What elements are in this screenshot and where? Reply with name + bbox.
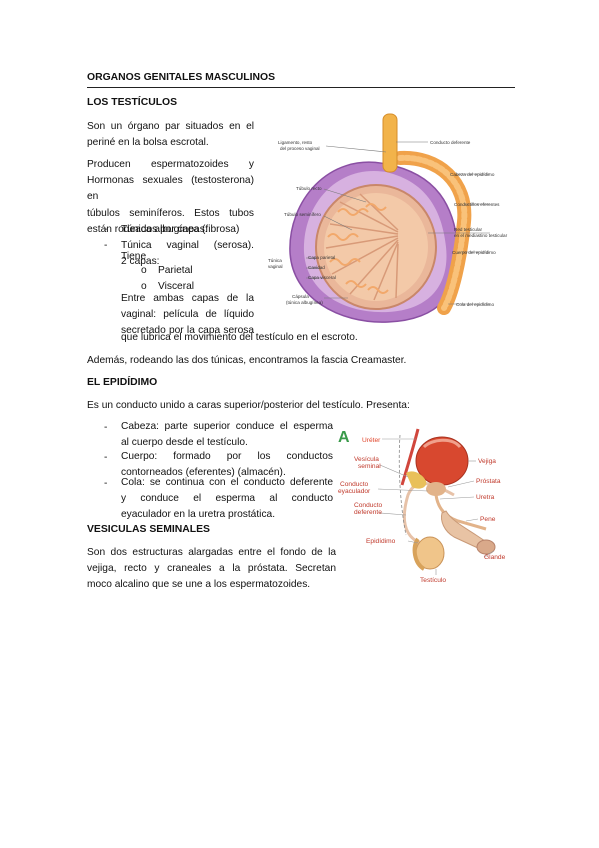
text-line: Cabeza: parte superior conduce el esperm… xyxy=(121,421,333,432)
label-conducto-eyaculador-2: eyaculador xyxy=(338,488,371,495)
label-vejiga: Vejiga xyxy=(478,458,496,465)
figure-letter: A xyxy=(338,429,350,446)
label-glande: Glande xyxy=(484,554,506,561)
testiculos-paragraph-1: Son un órgano par situados en el periné … xyxy=(87,119,254,151)
label-capa-parietal: Capa parietal xyxy=(308,255,335,260)
label-epididimo: Epidídimo xyxy=(366,538,396,545)
text-line: túbulos seminíferos. Estos tubos xyxy=(87,207,254,219)
label-prostata: Próstata xyxy=(476,478,501,485)
label-capsula-2: (túnica albugínea) xyxy=(286,300,323,305)
text-line: periné en la bolsa escrotal. xyxy=(87,137,209,149)
text-line: están rodeados por capas: xyxy=(87,223,208,235)
label-cuerpo-epididimo: Cuerpo del epidídimo xyxy=(452,250,496,255)
label-conductillos: Conductillos eferentes xyxy=(454,202,500,207)
bullet-dash: - xyxy=(104,224,108,235)
heading-vesiculas: VESICULAS SEMINALES xyxy=(87,524,210,535)
heading-testiculos: LOS TESTÍCULOS xyxy=(87,97,178,108)
text-line: Hormonas sexuales (testosterona) en xyxy=(87,175,254,203)
text-line: y conduce el esperma al conducto xyxy=(121,493,333,505)
epididymis-shape xyxy=(412,537,426,571)
text-line: contorneados (eferentes) (almacén). xyxy=(121,467,286,479)
heading-epididimo: EL EPIDÍDIMO xyxy=(87,377,158,388)
testiculos-paragraph-4: Además, rodeando las dos túnicas, encont… xyxy=(87,355,407,366)
text-line: vejiga, recto y craneales a la próstata.… xyxy=(87,563,336,575)
septa xyxy=(325,193,399,301)
label-red-testicular-2: en el mediastino testicular xyxy=(454,233,508,238)
label-tubulo-recto: Túbulo recto xyxy=(296,186,322,191)
text-line: que lubrica el movimiento del testículo … xyxy=(121,332,358,343)
text-line: Producen espermatozoides y xyxy=(87,159,254,170)
seminiferous-tubules xyxy=(327,203,389,294)
label-vaginal: vaginal xyxy=(268,264,283,269)
label-tubulo-seminifero: Túbulo seminífero xyxy=(284,212,321,217)
reproductive-tract-figure: A Uréter Vesícula seminal Vejiga Próstat… xyxy=(338,428,506,584)
ureter-shape xyxy=(400,428,420,486)
testis-lobules xyxy=(324,193,428,301)
sub-bullet-parietal: Parietal xyxy=(158,265,193,276)
bullet-dash: - xyxy=(104,240,108,251)
label-ligamento-2: del proceso vaginal xyxy=(280,146,320,151)
label-red-testicular: Red testicular xyxy=(454,227,483,232)
bullet-cola: Cola: se continua con el conducto defere… xyxy=(121,475,333,524)
epididimo-intro: Es un conducto unido a caras superior/po… xyxy=(87,400,410,411)
label-ligamento: Ligamento, resto xyxy=(278,140,313,145)
label-conducto-deferente: Conducto deferente xyxy=(430,140,471,145)
label-cola-epididimo: Cola del epidídimo xyxy=(456,302,494,307)
text-line: moco alcalino que se une a los espermato… xyxy=(87,579,311,591)
label-ureter: Uréter xyxy=(362,437,381,444)
label-uretra: Uretra xyxy=(476,494,495,501)
label-capsula: Cápsula xyxy=(292,294,309,299)
vesiculas-paragraph: Son dos estructuras alargadas entre el f… xyxy=(87,545,336,594)
label-pene: Pene xyxy=(480,516,496,523)
text-line: Cuerpo: formado por los conductos xyxy=(121,451,333,462)
spermatic-cord xyxy=(382,113,398,173)
bullet-dash: - xyxy=(104,452,108,463)
bullet-cuerpo: Cuerpo: formado por los conductos contor… xyxy=(121,449,333,481)
label-conducto-deferente: Conducto xyxy=(354,502,383,509)
text-line: Son dos estructuras alargadas entre el f… xyxy=(87,547,336,558)
seminal-vesicle-shape xyxy=(406,471,427,489)
text-line: Entre ambas capas de la xyxy=(121,293,254,304)
sub-bullet-o: o xyxy=(141,281,147,292)
label-tunica: Túnica xyxy=(268,258,282,263)
bullet-tunica-vaginal-cont: 2 capas: xyxy=(121,256,160,267)
bullet-tunica-vaginal: Túnica vaginal (serosa). Tiene xyxy=(121,240,254,262)
page-title: ORGANOS GENITALES MASCULINOS xyxy=(87,72,275,83)
glans-shape xyxy=(476,539,496,555)
testiculos-paragraph-3: Entre ambas capas de la vaginal: películ… xyxy=(121,291,254,340)
bullet-cabeza: Cabeza: parte superior conduce el esperm… xyxy=(121,419,333,451)
text-line: secretado por la capa serosa xyxy=(121,325,254,337)
label-conducto-eyaculador: Conducto xyxy=(340,481,369,488)
label-cavidad: Cavidad xyxy=(308,265,325,270)
text-line: vaginal: película de líquido xyxy=(121,309,254,321)
sub-bullet-visceral: Visceral xyxy=(158,281,195,292)
label-vesicula: Vesícula xyxy=(354,456,379,463)
text-line: eyaculador en la uretra prostática. xyxy=(121,509,276,521)
bullet-tunica-albuginea: Túnica albugínea (fibrosa) xyxy=(121,224,240,235)
bullet-dash: - xyxy=(104,422,108,433)
label-cabeza-epididimo: Cabeza del epidídimo xyxy=(450,172,495,177)
bullet-dash: - xyxy=(104,478,108,489)
label-testiculo: Testículo xyxy=(420,577,446,584)
label-conducto-deferente-2: deferente xyxy=(354,509,382,516)
text-line: Son un órgano par situados en el xyxy=(87,121,254,132)
text-line: Cola: se continua con el conducto defere… xyxy=(121,477,333,488)
sub-bullet-o: o xyxy=(141,265,147,276)
prostate-shape xyxy=(426,482,446,496)
title-rule xyxy=(87,87,515,88)
testiculos-paragraph-2: Producen espermatozoides y Hormonas sexu… xyxy=(87,157,254,238)
label-vesicula-2: seminal xyxy=(358,463,381,470)
testis-section-figure: Ligamento, resto del proceso vaginal Con… xyxy=(268,113,508,323)
text-line: al cuerpo desde el testículo. xyxy=(121,437,248,449)
label-capa-visceral: Capa visceral xyxy=(308,275,336,280)
